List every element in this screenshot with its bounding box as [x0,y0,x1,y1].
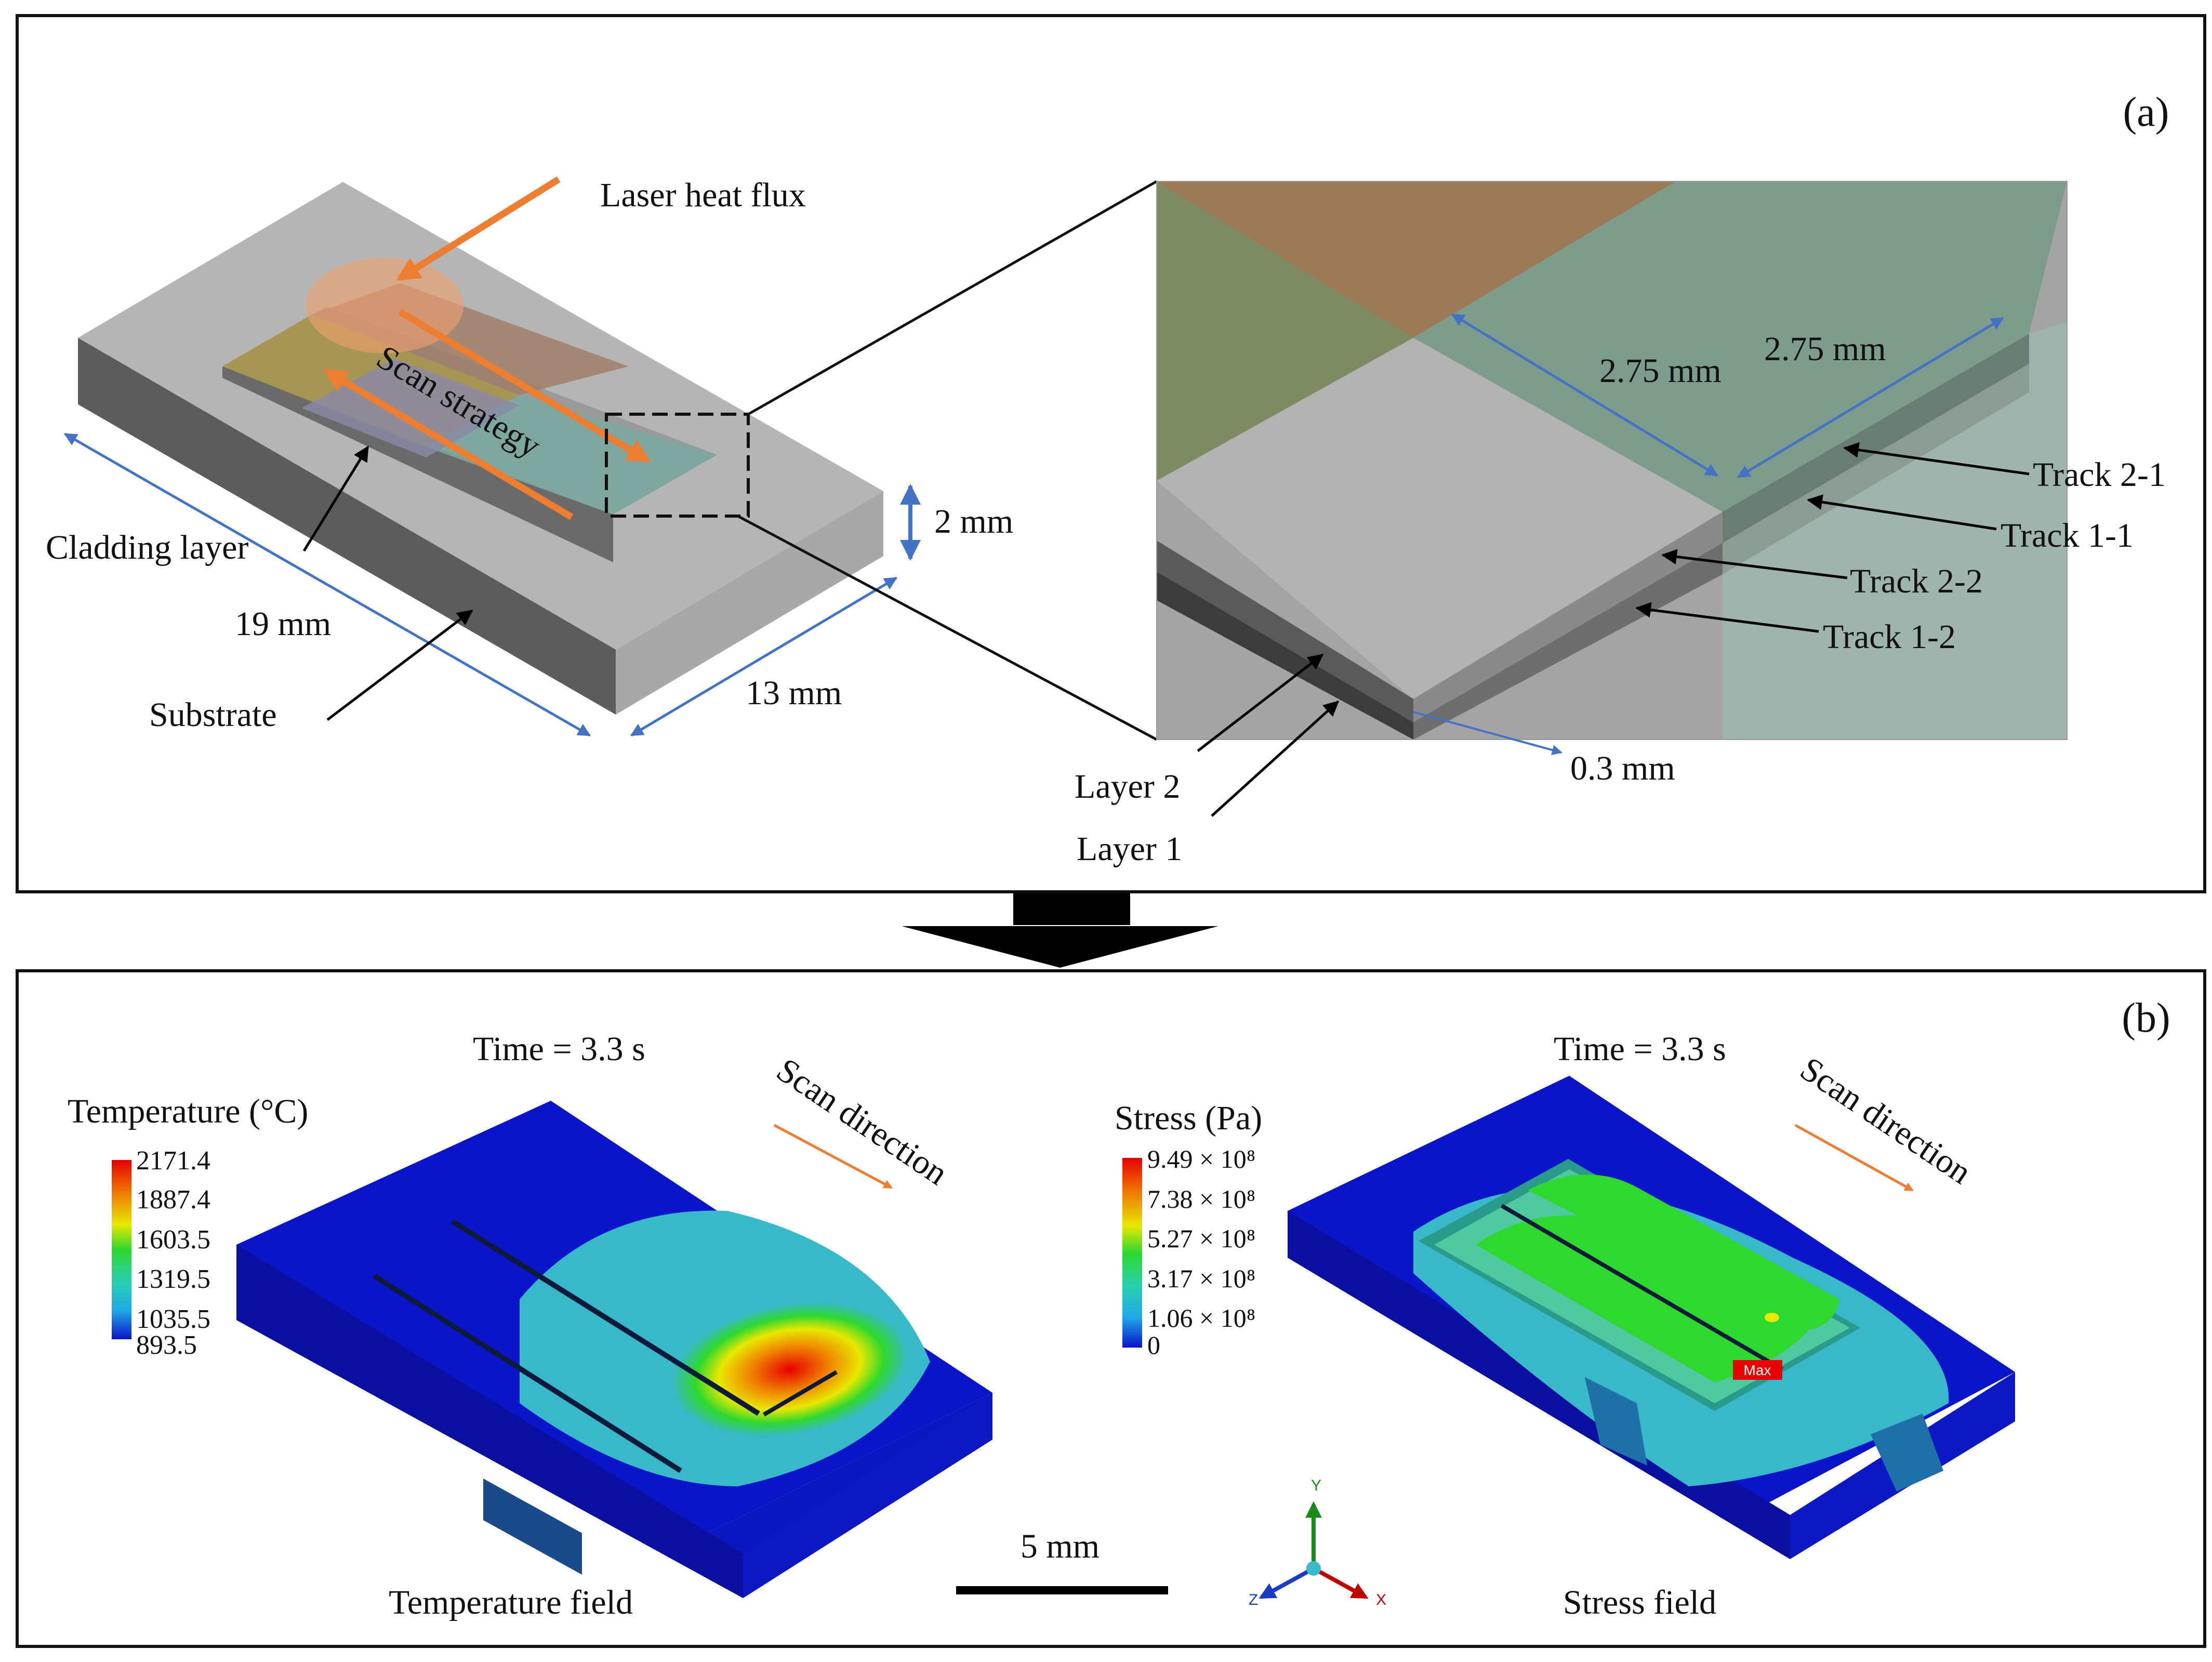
dim-275-a-label: 2.75 mm [1599,352,1721,390]
layer-2-label: Layer 2 [1075,768,1180,806]
axis-z-label: Z [1249,1591,1258,1608]
cladding-callout [302,445,369,552]
zoom-connector-top [747,180,1158,416]
track-12-callout [1635,602,1819,633]
axis-x-label: X [1376,1591,1386,1608]
substrate-label: Substrate [149,696,277,734]
temperature-time-label: Time = 3.3 s [473,1030,645,1068]
stress-legend-value: 0 [1147,1330,1160,1360]
dim-19-arrow [63,432,591,737]
track-12-label: Track 1-2 [1823,618,1956,656]
dim-275-b-arrow [1737,316,2005,479]
temperature-scan-arrow [773,1124,893,1189]
dim-03-label: 0.3 mm [1570,749,1675,787]
axis-y-label: Y [1311,1477,1321,1494]
temperature-colorbar [112,1160,131,1339]
temperature-legend-value: 893.5 [136,1330,197,1360]
temperature-legend-title: Temperature (°C) [68,1092,308,1130]
stress-caption: Stress field [1563,1584,1716,1621]
track-22-callout [1661,549,1848,579]
stress-legend-title: Stress (Pa) [1115,1099,1262,1137]
temperature-caption: Temperature field [389,1584,633,1621]
dim-275-b-label: 2.75 mm [1764,330,1886,368]
layer-1-label: Layer 1 [1077,830,1182,868]
stress-model: Max [1288,1076,2015,1559]
substrate-callout [326,610,473,721]
temperature-legend-values: 2171.4 1887.4 1603.5 1319.5 1035.5 893.5 [136,1146,210,1360]
stress-max-tag [1733,1360,1782,1380]
stress-legend-value: 5.27 × 10⁸ [1147,1224,1255,1253]
stress-legend-values: 9.49 × 10⁸ 7.38 × 10⁸ 5.27 × 10⁸ 3.17 × … [1147,1144,1255,1360]
temperature-legend-value: 1319.5 [136,1264,210,1294]
panel-b-label: (b) [2122,995,2170,1041]
stress-max-label: Max [1744,1362,1771,1378]
stress-colorbar [1122,1158,1142,1348]
track-11-callout [1807,494,1997,531]
dim-13-label: 13 mm [746,674,842,712]
temperature-legend-value: 2171.4 [136,1146,210,1176]
laser-heat-flux-label: Laser heat flux [600,176,806,214]
stress-scan-arrow [1794,1124,1914,1192]
cladding-layer-label: Cladding layer [46,529,248,566]
dim-03-arrow [1413,711,1562,755]
temperature-model [236,1101,992,1598]
track-21-callout [1843,442,2030,476]
dim-13-arrow [630,576,898,737]
stress-time-label: Time = 3.3 s [1554,1030,1726,1068]
zoom-frame [1156,181,2068,740]
scale-bar-label: 5 mm [1021,1527,1100,1565]
stress-legend-value: 7.38 × 10⁸ [1147,1184,1255,1213]
temperature-legend-value: 1887.4 [136,1185,210,1215]
track-22-label: Track 2-2 [1850,562,1983,600]
temperature-legend-value: 1603.5 [136,1225,210,1255]
dim-2-label: 2 mm [934,503,1013,540]
dim-19-label: 19 mm [235,605,331,643]
dim-275-a-arrow [1451,313,1719,477]
track-21-label: Track 2-1 [2033,456,2166,494]
scale-bar [956,1586,1168,1594]
stress-legend-value: 1.06 × 10⁸ [1147,1303,1255,1333]
stress-legend-value: 3.17 × 10⁸ [1147,1264,1255,1293]
layer-1-callout [1211,700,1340,817]
down-arrow [902,893,1218,968]
panel-a-label: (a) [2123,89,2169,135]
temperature-legend-value: 1035.5 [136,1304,210,1334]
layer-2-callout [1197,654,1324,752]
laser-arrow [396,176,561,281]
zoom-connector-bottom [737,515,1158,741]
zoom-box [605,413,750,518]
track-11-label: Track 1-1 [2001,517,2134,555]
stress-legend-value: 9.49 × 10⁸ [1147,1144,1255,1173]
axis-triad: Y Z X [1249,1477,1386,1608]
